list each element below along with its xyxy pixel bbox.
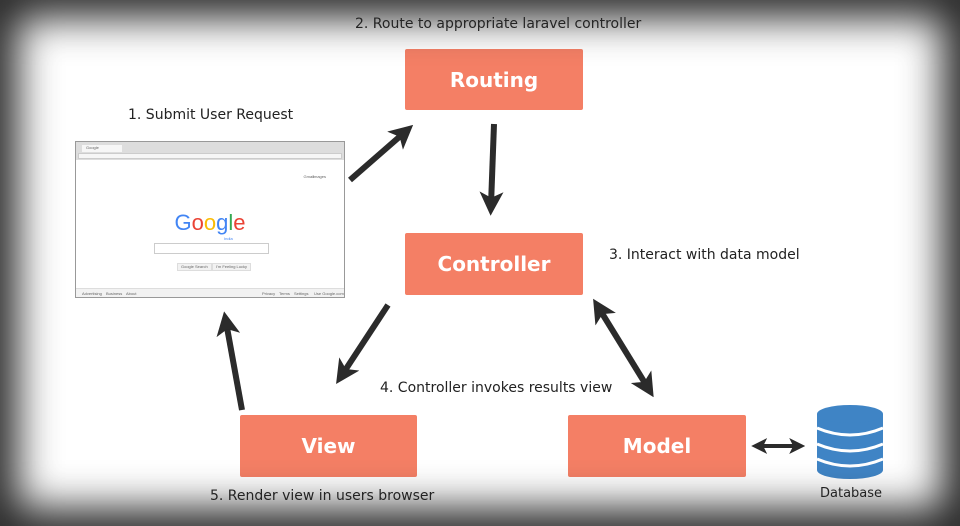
images-link: Images [312,174,326,179]
arrow-controller-model [593,298,654,398]
arrow-view-to-browser [216,311,245,411]
google-logo: Google [174,210,246,235]
footer-link: Privacy [262,291,276,296]
browser-url-bar [78,153,342,159]
region-label: India [224,236,233,241]
footer-link: Terms [279,291,290,296]
model-box: Model [568,415,746,477]
step-5-label: 5. Render view in users browser [210,488,435,504]
routing-box: Routing [405,49,583,110]
step-3-label: 3. Interact with data model [609,247,800,263]
step-2-label: 2. Route to appropriate laravel controll… [355,16,642,32]
footer-link: Business [106,291,123,296]
arrow-routing-to-controller [479,123,504,216]
gmail-link: Gmail [303,174,314,179]
controller-box: Controller [405,233,583,295]
arrow-controller-to-view [336,303,391,385]
footer-link: Use Google.com [314,291,344,296]
google-search-button: Google Search [177,263,212,271]
footer-link: Advertising [82,291,102,296]
google-search-input [154,243,269,254]
feeling-lucky-button: I'm Feeling Lucky [212,263,251,271]
google-footer: Advertising Business About Privacy Terms… [76,288,344,297]
database-label: Database [820,486,883,501]
arrow-browser-to-routing [348,124,414,183]
database-icon [815,404,885,484]
view-box: View [240,415,417,477]
footer-link: About [126,291,137,296]
browser-tab: Google [82,145,122,152]
browser-screenshot: Google Gmail Images Google India Google … [75,141,345,298]
step-1-label: 1. Submit User Request [128,107,294,123]
footer-link: Settings [294,291,309,296]
step-4-label: 4. Controller invokes results view [380,380,613,396]
